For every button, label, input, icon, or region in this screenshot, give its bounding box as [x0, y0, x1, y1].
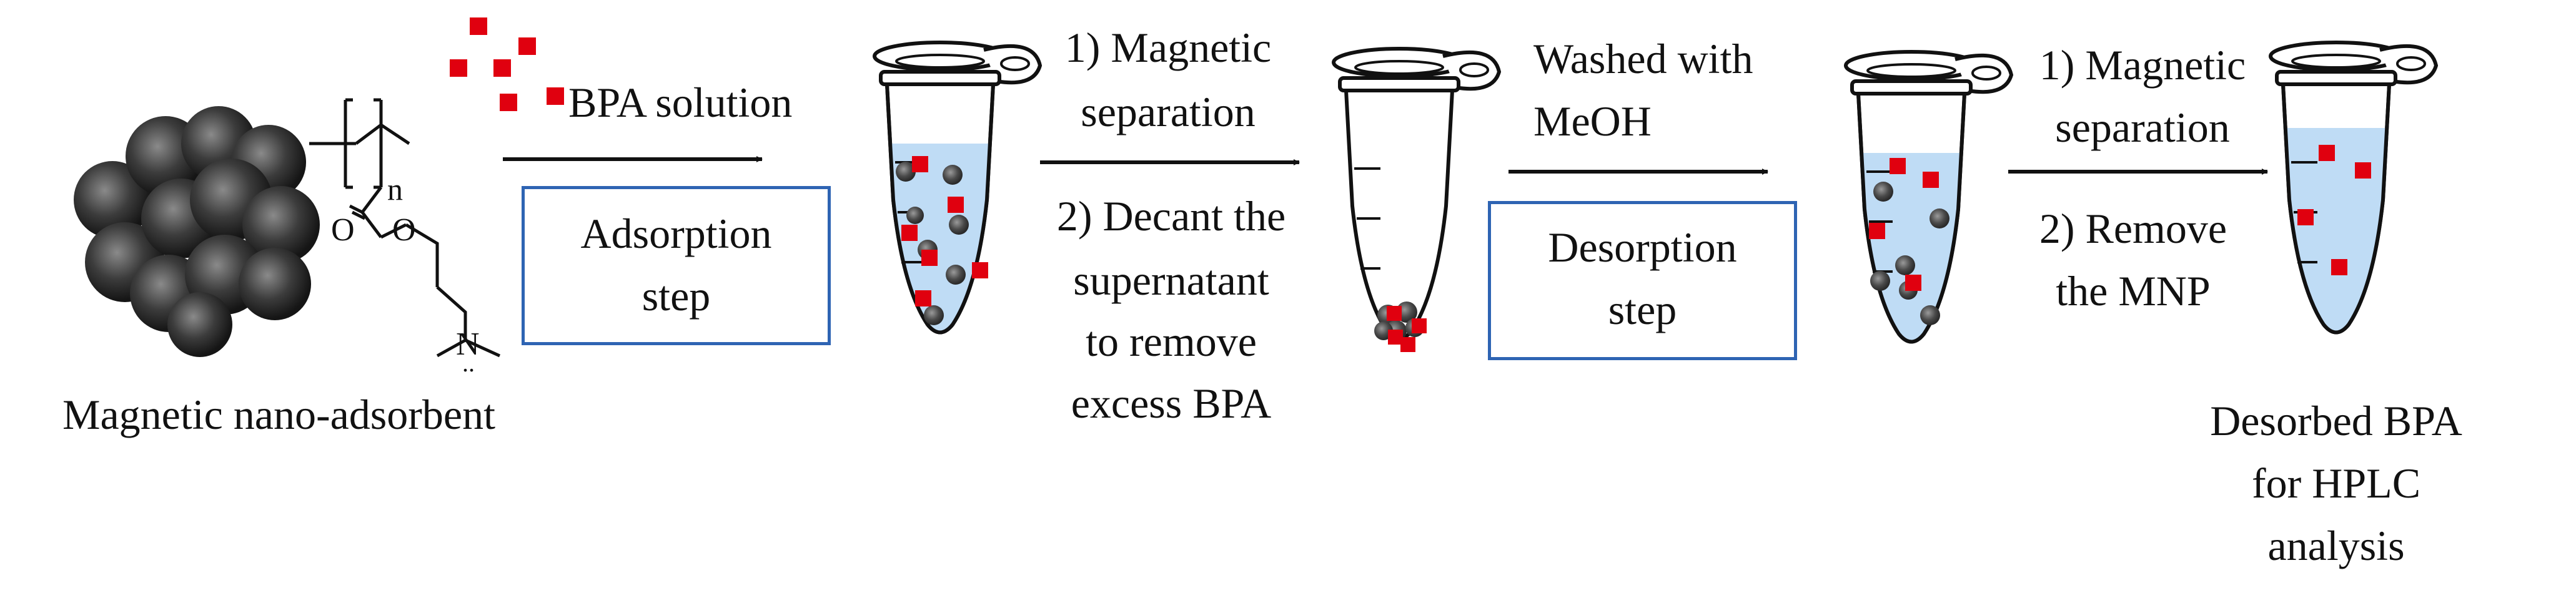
nanoparticle-cluster-icon	[74, 106, 320, 357]
eppendorf-tube-icon	[1846, 52, 2011, 353]
step4-line1: 1) Magnetic	[2039, 41, 2246, 89]
adsorption-box-line1: Adsorption	[580, 210, 772, 257]
eppendorf-tube-icon	[2271, 42, 2436, 346]
result-line1: Desorbed BPA	[2210, 397, 2462, 444]
atom-n: N	[456, 326, 480, 362]
bpa-solution-label: BPA solution	[568, 79, 793, 126]
bpa-molecule-outside	[972, 262, 988, 278]
atom-o-ester: O	[392, 212, 416, 248]
eppendorf-tube-icon	[874, 42, 1040, 343]
step4-line4: the MNP	[2056, 267, 2211, 315]
bpa-molecules-free	[450, 17, 564, 111]
result-line3: analysis	[2267, 522, 2405, 569]
step4-line3: 2) Remove	[2039, 205, 2227, 252]
step3-line1: Washed with	[1533, 35, 1753, 82]
step2-line4: supernatant	[1073, 257, 1269, 304]
polymer-subscript: n	[387, 172, 403, 207]
desorption-box-line2: step	[1608, 286, 1677, 333]
adsorption-box-line2: step	[642, 272, 711, 320]
nanoadsorbent-label: Magnetic nano-adsorbent	[62, 391, 495, 438]
adsorption-step-box	[522, 186, 831, 345]
step2-line1: 1) Magnetic	[1064, 24, 1272, 71]
polymer-structure-icon	[309, 98, 501, 358]
step2-line3: 2) Decant the	[1056, 192, 1286, 240]
result-line2: for HPLC	[2251, 459, 2421, 507]
atom-o-carbonyl: O	[331, 212, 355, 248]
eppendorf-tube-icon	[1334, 49, 1499, 352]
step4-line2: separation	[2055, 104, 2230, 151]
desorption-box-line1: Desorption	[1548, 223, 1737, 271]
desorption-step-box	[1488, 201, 1797, 360]
step3-line2: MeOH	[1533, 97, 1652, 145]
lone-pair: ..	[462, 349, 475, 377]
step2-line2: separation	[1081, 88, 1256, 135]
step2-line5: to remove	[1086, 318, 1257, 365]
step2-line6: excess BPA	[1071, 380, 1272, 427]
